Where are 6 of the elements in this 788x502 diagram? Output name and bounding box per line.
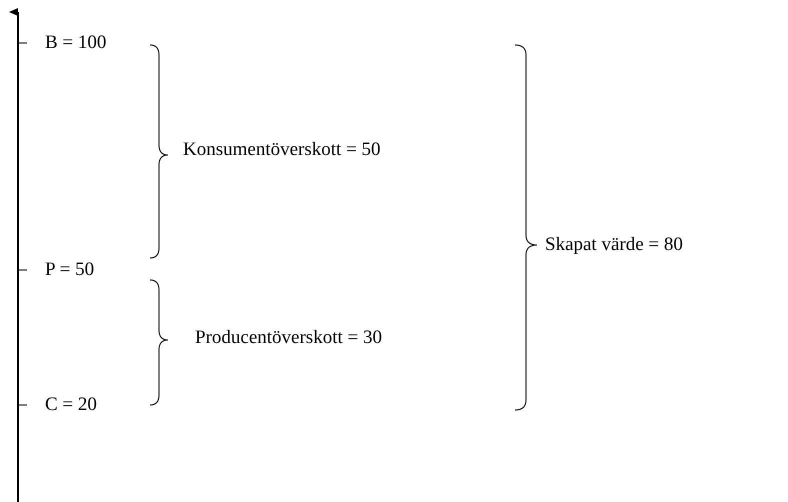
value-label: B = 100 [45, 32, 106, 54]
value-label: Producentöverskott = 30 [195, 327, 382, 349]
value-label: Skapat värde = 80 [545, 234, 683, 256]
value-label: C = 20 [45, 394, 97, 416]
value-label: Konsumentöverskott = 50 [183, 139, 381, 161]
value-label: P = 50 [45, 259, 94, 281]
